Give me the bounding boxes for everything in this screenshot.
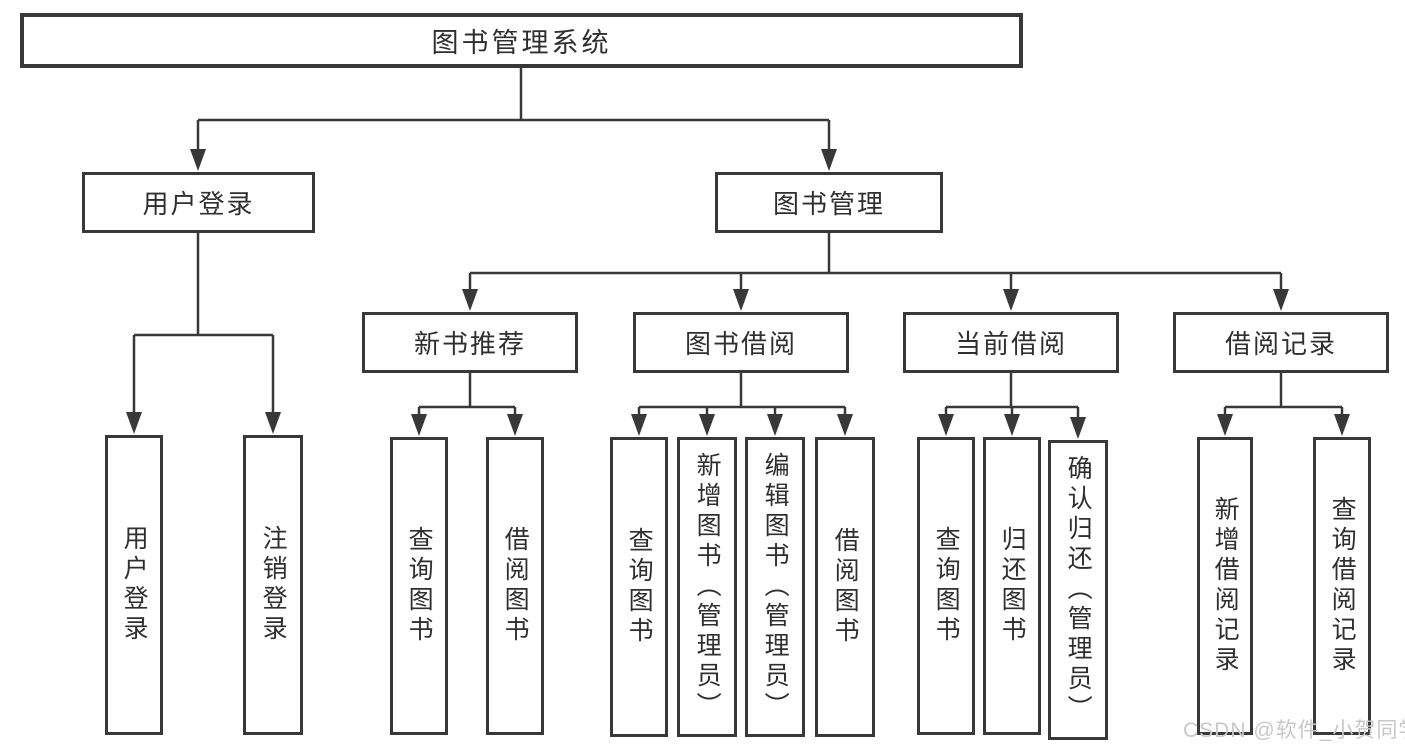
node-book-borrowing: 图书借阅	[633, 312, 849, 373]
arrowhead-icon	[1334, 414, 1350, 436]
node-borrow-borrow-book: 借阅图书	[815, 437, 875, 737]
node-newbook-query-book: 查询图书	[390, 437, 448, 735]
arrowhead-icon	[190, 149, 206, 171]
arrowhead-icon	[767, 414, 783, 436]
node-current-query-book: 查询图书	[917, 437, 975, 735]
arrowhead-icon	[631, 414, 647, 436]
arrowhead-icon	[126, 412, 142, 434]
node-borrowing-records: 借阅记录	[1173, 312, 1389, 373]
arrowhead-icon	[1217, 414, 1233, 436]
arrowhead-icon	[265, 412, 281, 434]
node-library-management-system: 图书管理系统	[20, 13, 1023, 68]
node-book-management: 图书管理	[715, 172, 943, 233]
arrowhead-icon	[733, 289, 749, 311]
node-current-borrowing: 当前借阅	[903, 312, 1119, 373]
arrowhead-icon	[1004, 414, 1020, 436]
arrowhead-icon	[1070, 417, 1086, 439]
node-borrow-add-book-admin: 新增图书（管理员）	[677, 437, 737, 737]
node-new-book-recommendation: 新书推荐	[362, 312, 578, 373]
arrowhead-icon	[837, 414, 853, 436]
arrowhead-icon	[411, 414, 427, 436]
node-records-add-record: 新增借阅记录	[1197, 437, 1253, 735]
arrowhead-icon	[938, 414, 954, 436]
arrowhead-icon	[462, 289, 478, 311]
node-newbook-borrow-book: 借阅图书	[486, 437, 544, 735]
node-user-login-leaf: 用户登录	[105, 435, 163, 735]
arrowhead-icon	[1003, 289, 1019, 311]
arrowhead-icon	[821, 149, 837, 171]
arrowhead-icon	[1273, 289, 1289, 311]
node-user-login: 用户登录	[82, 172, 315, 233]
node-current-return-book: 归还图书	[983, 437, 1041, 735]
arrowhead-icon	[507, 414, 523, 436]
node-borrow-edit-book-admin: 编辑图书（管理员）	[745, 437, 805, 737]
node-borrow-query-book: 查询图书	[610, 437, 668, 737]
node-records-query-record: 查询借阅记录	[1313, 437, 1371, 735]
node-current-confirm-return-admin: 确认归还（管理员）	[1048, 440, 1108, 740]
csdn-watermark: CSDN @软件_小贺同学	[1183, 719, 1405, 742]
arrowhead-icon	[699, 414, 715, 436]
node-logout-leaf: 注销登录	[243, 435, 303, 735]
